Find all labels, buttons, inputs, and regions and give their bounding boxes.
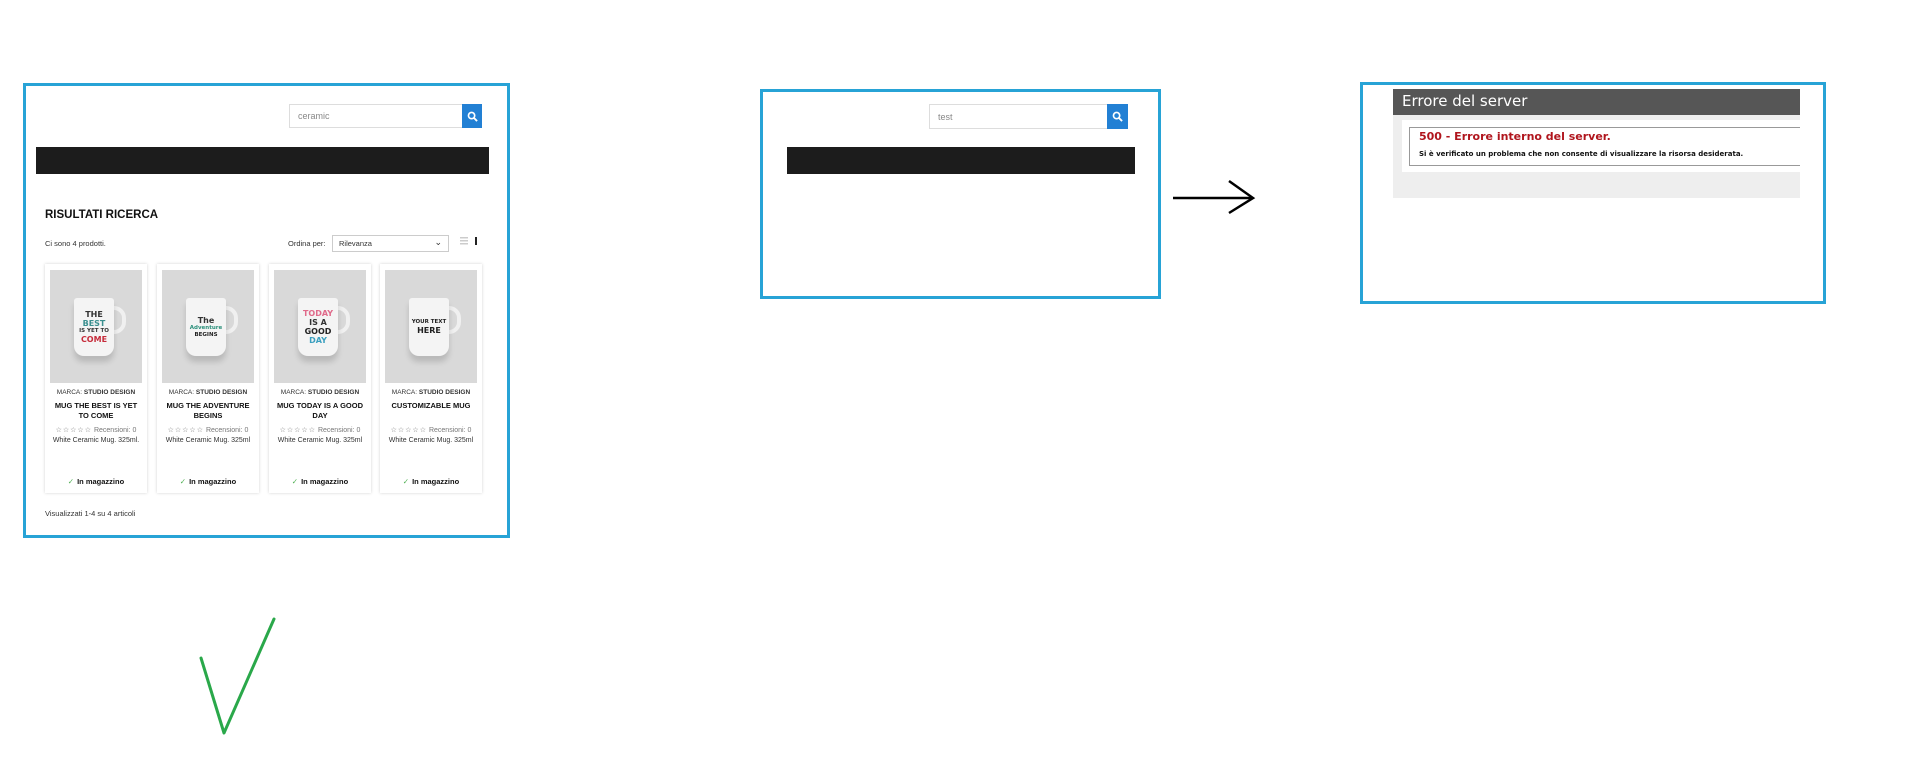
product-brand: MARCA: STUDIO DESIGN — [269, 389, 371, 396]
check-icon: ✓ — [291, 477, 299, 486]
brand-label: MARCA: — [391, 389, 418, 396]
mug-print-text: TODAY — [302, 309, 334, 318]
brand-name: STUDIO DESIGN — [195, 389, 248, 396]
star-rating-icon: ☆☆☆☆☆ — [167, 427, 204, 434]
stock-status: ✓In magazzino — [157, 477, 259, 486]
product-description: White Ceramic Mug. 325ml. — [52, 437, 140, 444]
error-header: Errore del server — [1393, 89, 1800, 115]
stock-label: In magazzino — [77, 477, 125, 486]
mug-print-text: BEST — [82, 319, 106, 328]
product-title[interactable]: MUG THE ADVENTURE BEGINS — [166, 401, 250, 420]
review-count: Recensioni: 0 — [428, 427, 472, 434]
product-title[interactable]: MUG THE BEST IS YET TO COME — [54, 401, 138, 420]
brand-name: STUDIO DESIGN — [83, 389, 136, 396]
search-button-test[interactable] — [1107, 104, 1128, 129]
mug-handle — [334, 306, 350, 334]
mug-print-text: THE — [85, 310, 103, 319]
product-description: White Ceramic Mug. 325ml — [165, 437, 251, 444]
nav-bar-test — [787, 147, 1135, 174]
list-view-icon[interactable] — [460, 237, 468, 245]
search-input[interactable]: ceramic — [289, 104, 463, 128]
sort-select-value: Rilevanza — [339, 239, 372, 248]
star-rating-icon: ☆☆☆☆☆ — [390, 427, 427, 434]
error-message: Si è verificato un problema che non cons… — [1419, 150, 1744, 158]
stock-status: ✓In magazzino — [380, 477, 482, 486]
product-description: White Ceramic Mug. 325ml — [388, 437, 474, 444]
brand-label: MARCA: — [56, 389, 83, 396]
mug-handle — [222, 306, 238, 334]
search-icon — [1112, 111, 1123, 122]
mug-print-text: COME — [80, 335, 108, 344]
grid-view-icon[interactable] — [472, 237, 480, 245]
product-rating: ☆☆☆☆☆ Recensioni: 0 — [157, 426, 259, 434]
mug-handle — [110, 306, 126, 334]
search-input-test[interactable]: test — [929, 104, 1108, 129]
search-button[interactable] — [462, 104, 482, 128]
brand-name: STUDIO DESIGN — [418, 389, 471, 396]
mug-print-text: BEGINS — [194, 331, 218, 338]
arrow-right-icon — [1173, 179, 1256, 215]
brand-label: MARCA: — [280, 389, 307, 396]
mug-print-text: IS YET TO — [79, 328, 109, 334]
mug-print-text: DAY — [309, 336, 327, 345]
check-icon: ✓ — [179, 477, 187, 486]
success-check-icon — [199, 617, 276, 735]
product-brand: MARCA: STUDIO DESIGN — [380, 389, 482, 396]
product-brand: MARCA: STUDIO DESIGN — [157, 389, 259, 396]
sort-label: Ordina per: — [288, 239, 326, 248]
product-rating: ☆☆☆☆☆ Recensioni: 0 — [269, 426, 371, 434]
mug-print-text: IS A — [309, 318, 327, 327]
mug-print-text: YOUR TEXT — [411, 319, 447, 325]
error-page: Errore del server 500 - Errore interno d… — [1393, 89, 1800, 198]
product-title[interactable]: CUSTOMIZABLE MUG — [391, 401, 471, 410]
nav-bar — [36, 147, 489, 174]
stock-status: ✓In magazzino — [45, 477, 147, 486]
review-count: Recensioni: 0 — [93, 427, 137, 434]
stock-label: In magazzino — [301, 477, 349, 486]
mug-handle — [445, 306, 461, 334]
sort-select[interactable]: Rilevanza ⌄ — [332, 235, 449, 252]
mug-print-text: GOOD — [304, 327, 332, 336]
check-icon: ✓ — [402, 477, 410, 486]
stock-label: In magazzino — [412, 477, 460, 486]
review-count: Recensioni: 0 — [317, 427, 361, 434]
chevron-down-icon: ⌄ — [434, 237, 442, 247]
product-count: Ci sono 4 prodotti. — [45, 239, 106, 248]
stock-label: In magazzino — [189, 477, 237, 486]
brand-name: STUDIO DESIGN — [307, 389, 360, 396]
product-rating: ☆☆☆☆☆ Recensioni: 0 — [45, 426, 147, 434]
pagination-summary: Visualizzati 1-4 su 4 articoli — [45, 509, 136, 518]
product-title[interactable]: MUG TODAY IS A GOOD DAY — [277, 401, 363, 420]
star-rating-icon: ☆☆☆☆☆ — [279, 427, 316, 434]
page-title: RISULTATI RICERCA — [45, 209, 159, 221]
product-description: White Ceramic Mug. 325ml — [277, 437, 363, 444]
brand-label: MARCA: — [168, 389, 195, 396]
review-count: Recensioni: 0 — [205, 427, 249, 434]
error-title: 500 - Errore interno del server. — [1419, 130, 1611, 143]
mug-print-text: Adventure — [189, 324, 223, 331]
mug-print-text: HERE — [417, 326, 441, 335]
product-brand: MARCA: STUDIO DESIGN — [45, 389, 147, 396]
check-icon: ✓ — [67, 477, 75, 486]
stock-status: ✓In magazzino — [269, 477, 371, 486]
product-rating: ☆☆☆☆☆ Recensioni: 0 — [380, 426, 482, 434]
star-rating-icon: ☆☆☆☆☆ — [55, 427, 92, 434]
search-icon — [467, 111, 478, 122]
mug-print-text: The — [197, 315, 215, 325]
